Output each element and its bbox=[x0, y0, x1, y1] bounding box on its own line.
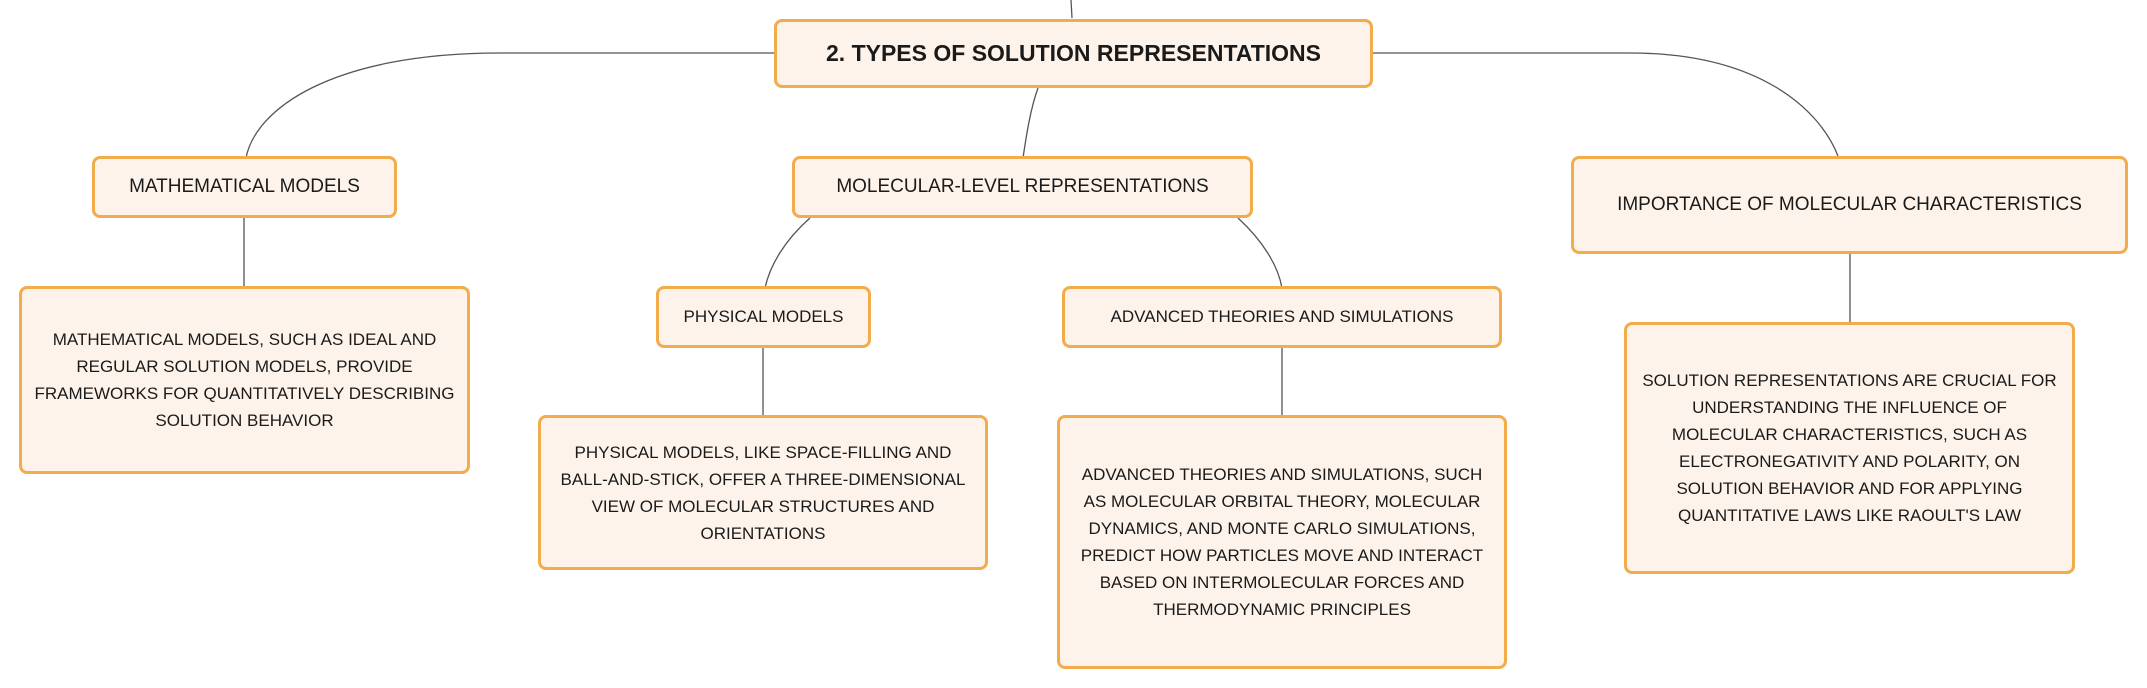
connector-molecular-advanced bbox=[1237, 217, 1283, 289]
physical-models-node[interactable]: PHYSICAL MODELS bbox=[656, 286, 871, 348]
importance-node[interactable]: IMPORTANCE OF MOLECULAR CHARACTERISTICS bbox=[1571, 156, 2128, 254]
connector-root-parent bbox=[1070, 0, 1073, 19]
mathematical-models-node[interactable]: MATHEMATICAL MODELS bbox=[92, 156, 397, 218]
physical-models-detail-text: PHYSICAL MODELS, LIKE SPACE-FILLING AND … bbox=[560, 442, 966, 543]
advanced-theories-detail[interactable]: ADVANCED THEORIES AND SIMULATIONS, SUCH … bbox=[1057, 415, 1507, 669]
molecular-level-label: MOLECULAR-LEVEL REPRESENTATIONS bbox=[836, 176, 1209, 197]
connector-root-importance bbox=[1370, 52, 1839, 157]
connector-root-molecular bbox=[1022, 87, 1039, 159]
mathematical-models-detail[interactable]: MATHEMATICAL MODELS, SUCH AS IDEAL AND R… bbox=[19, 286, 470, 474]
physical-models-detail[interactable]: PHYSICAL MODELS, LIKE SPACE-FILLING AND … bbox=[538, 415, 988, 570]
connector-root-mathematical bbox=[245, 52, 776, 159]
advanced-theories-label: ADVANCED THEORIES AND SIMULATIONS bbox=[1110, 307, 1454, 326]
importance-detail[interactable]: SOLUTION REPRESENTATIONS ARE CRUCIAL FOR… bbox=[1624, 322, 2075, 574]
root-node[interactable]: 2. TYPES OF SOLUTION REPRESENTATIONS bbox=[774, 19, 1373, 88]
importance-label: IMPORTANCE OF MOLECULAR CHARACTERISTICS bbox=[1617, 194, 2082, 215]
importance-detail-text: SOLUTION REPRESENTATIONS ARE CRUCIAL FOR… bbox=[1642, 371, 2057, 525]
root-node-label: 2. TYPES OF SOLUTION REPRESENTATIONS bbox=[826, 40, 1321, 66]
advanced-theories-detail-text: ADVANCED THEORIES AND SIMULATIONS, SUCH … bbox=[1080, 465, 1484, 619]
mathematical-models-label: MATHEMATICAL MODELS bbox=[129, 176, 360, 197]
mathematical-models-detail-text: MATHEMATICAL MODELS, SUCH AS IDEAL AND R… bbox=[34, 330, 455, 430]
advanced-theories-node[interactable]: ADVANCED THEORIES AND SIMULATIONS bbox=[1062, 286, 1502, 348]
molecular-level-node[interactable]: MOLECULAR-LEVEL REPRESENTATIONS bbox=[792, 156, 1253, 218]
connector-molecular-physical bbox=[764, 217, 811, 289]
physical-models-label: PHYSICAL MODELS bbox=[683, 307, 844, 326]
